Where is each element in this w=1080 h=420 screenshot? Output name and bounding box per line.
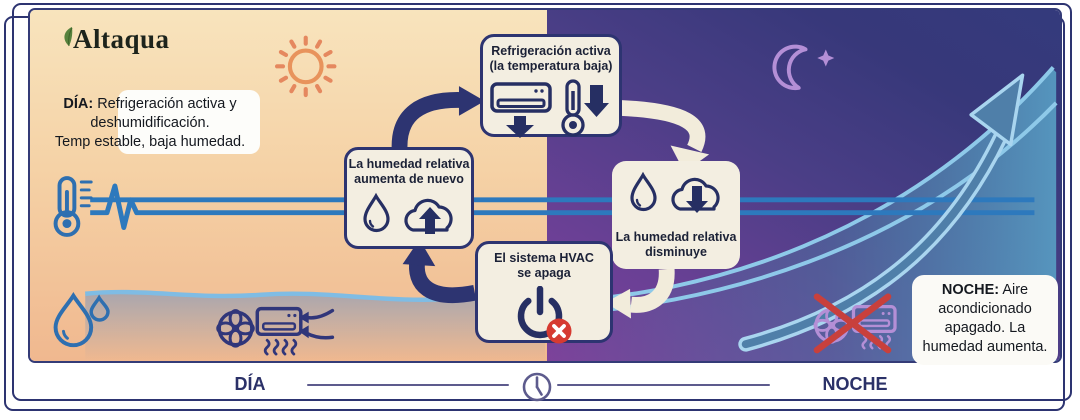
water-drops-icon	[53, 292, 110, 348]
fan-icon-day	[216, 309, 255, 348]
timeline-line-right	[557, 384, 770, 386]
sun-icon	[274, 35, 337, 98]
night-caption-prefix: NOCHE:	[941, 282, 1000, 298]
hvac-off-box: El sistema HVAC se apaga	[475, 241, 613, 343]
cooling-active-box: Refrigeración activa (la temperatura baj…	[480, 34, 622, 138]
night-caption: NOCHE: Aire acondicionado apagado. La hu…	[912, 275, 1058, 365]
power-off-icon	[517, 285, 572, 343]
day-caption-prefix: DÍA:	[63, 96, 94, 112]
timeline-day-label: DÍA	[234, 374, 266, 394]
timeline-night-label: NOCHE	[822, 374, 888, 394]
arrow-down-icon	[584, 84, 609, 117]
thermometer-icon	[53, 176, 93, 237]
brand-name: Altaqua	[73, 24, 170, 54]
temperature-line-lower-with-pulse	[90, 183, 1035, 230]
cycle-arrow-humidityup-to-cooling	[391, 86, 485, 151]
humidity-down-box: La humedad relativa disminuye	[612, 161, 740, 269]
error-badge-icon	[546, 318, 572, 343]
day-caption: DÍA: Refrigeración activa y deshumidific…	[54, 96, 246, 151]
arrow-up-icon	[419, 206, 441, 234]
airflow-arrows-icon	[298, 308, 335, 340]
timeline-line-left	[307, 384, 509, 386]
brand-logo: Altaqua	[60, 24, 170, 55]
timeline: DÍA NOCHE	[0, 366, 1080, 406]
leaf-icon	[64, 27, 73, 47]
humidity-rise-arrow	[738, 73, 1025, 352]
arrow-down-icon	[686, 186, 708, 213]
clock-icon	[522, 372, 552, 402]
arrow-down-icon	[506, 115, 534, 138]
humidity-curve-night-upper	[544, 66, 1055, 305]
heat-waves-icon	[263, 338, 298, 356]
star-icon	[817, 49, 835, 67]
humidity-wave-day-fill	[85, 292, 545, 361]
ac-and-thermometer-down-icon	[490, 78, 609, 138]
crossed-out-x-icon	[813, 293, 892, 354]
day-caption-background	[118, 90, 260, 154]
moon-icon	[772, 44, 835, 91]
humidity-up-box: La humedad relativa aumenta de nuevo	[344, 147, 474, 249]
ac-unit-icon-day	[255, 306, 303, 337]
cycle-arrow-hvacoff-to-humidityup	[402, 239, 477, 304]
cycle-arrow-cooling-to-humiditydown	[618, 99, 710, 173]
droplet-and-cloud-down-icon	[630, 171, 720, 213]
droplet-and-cloud-up-icon	[363, 192, 453, 234]
cycle-arrow-humiditydown-to-hvacoff	[605, 268, 675, 319]
